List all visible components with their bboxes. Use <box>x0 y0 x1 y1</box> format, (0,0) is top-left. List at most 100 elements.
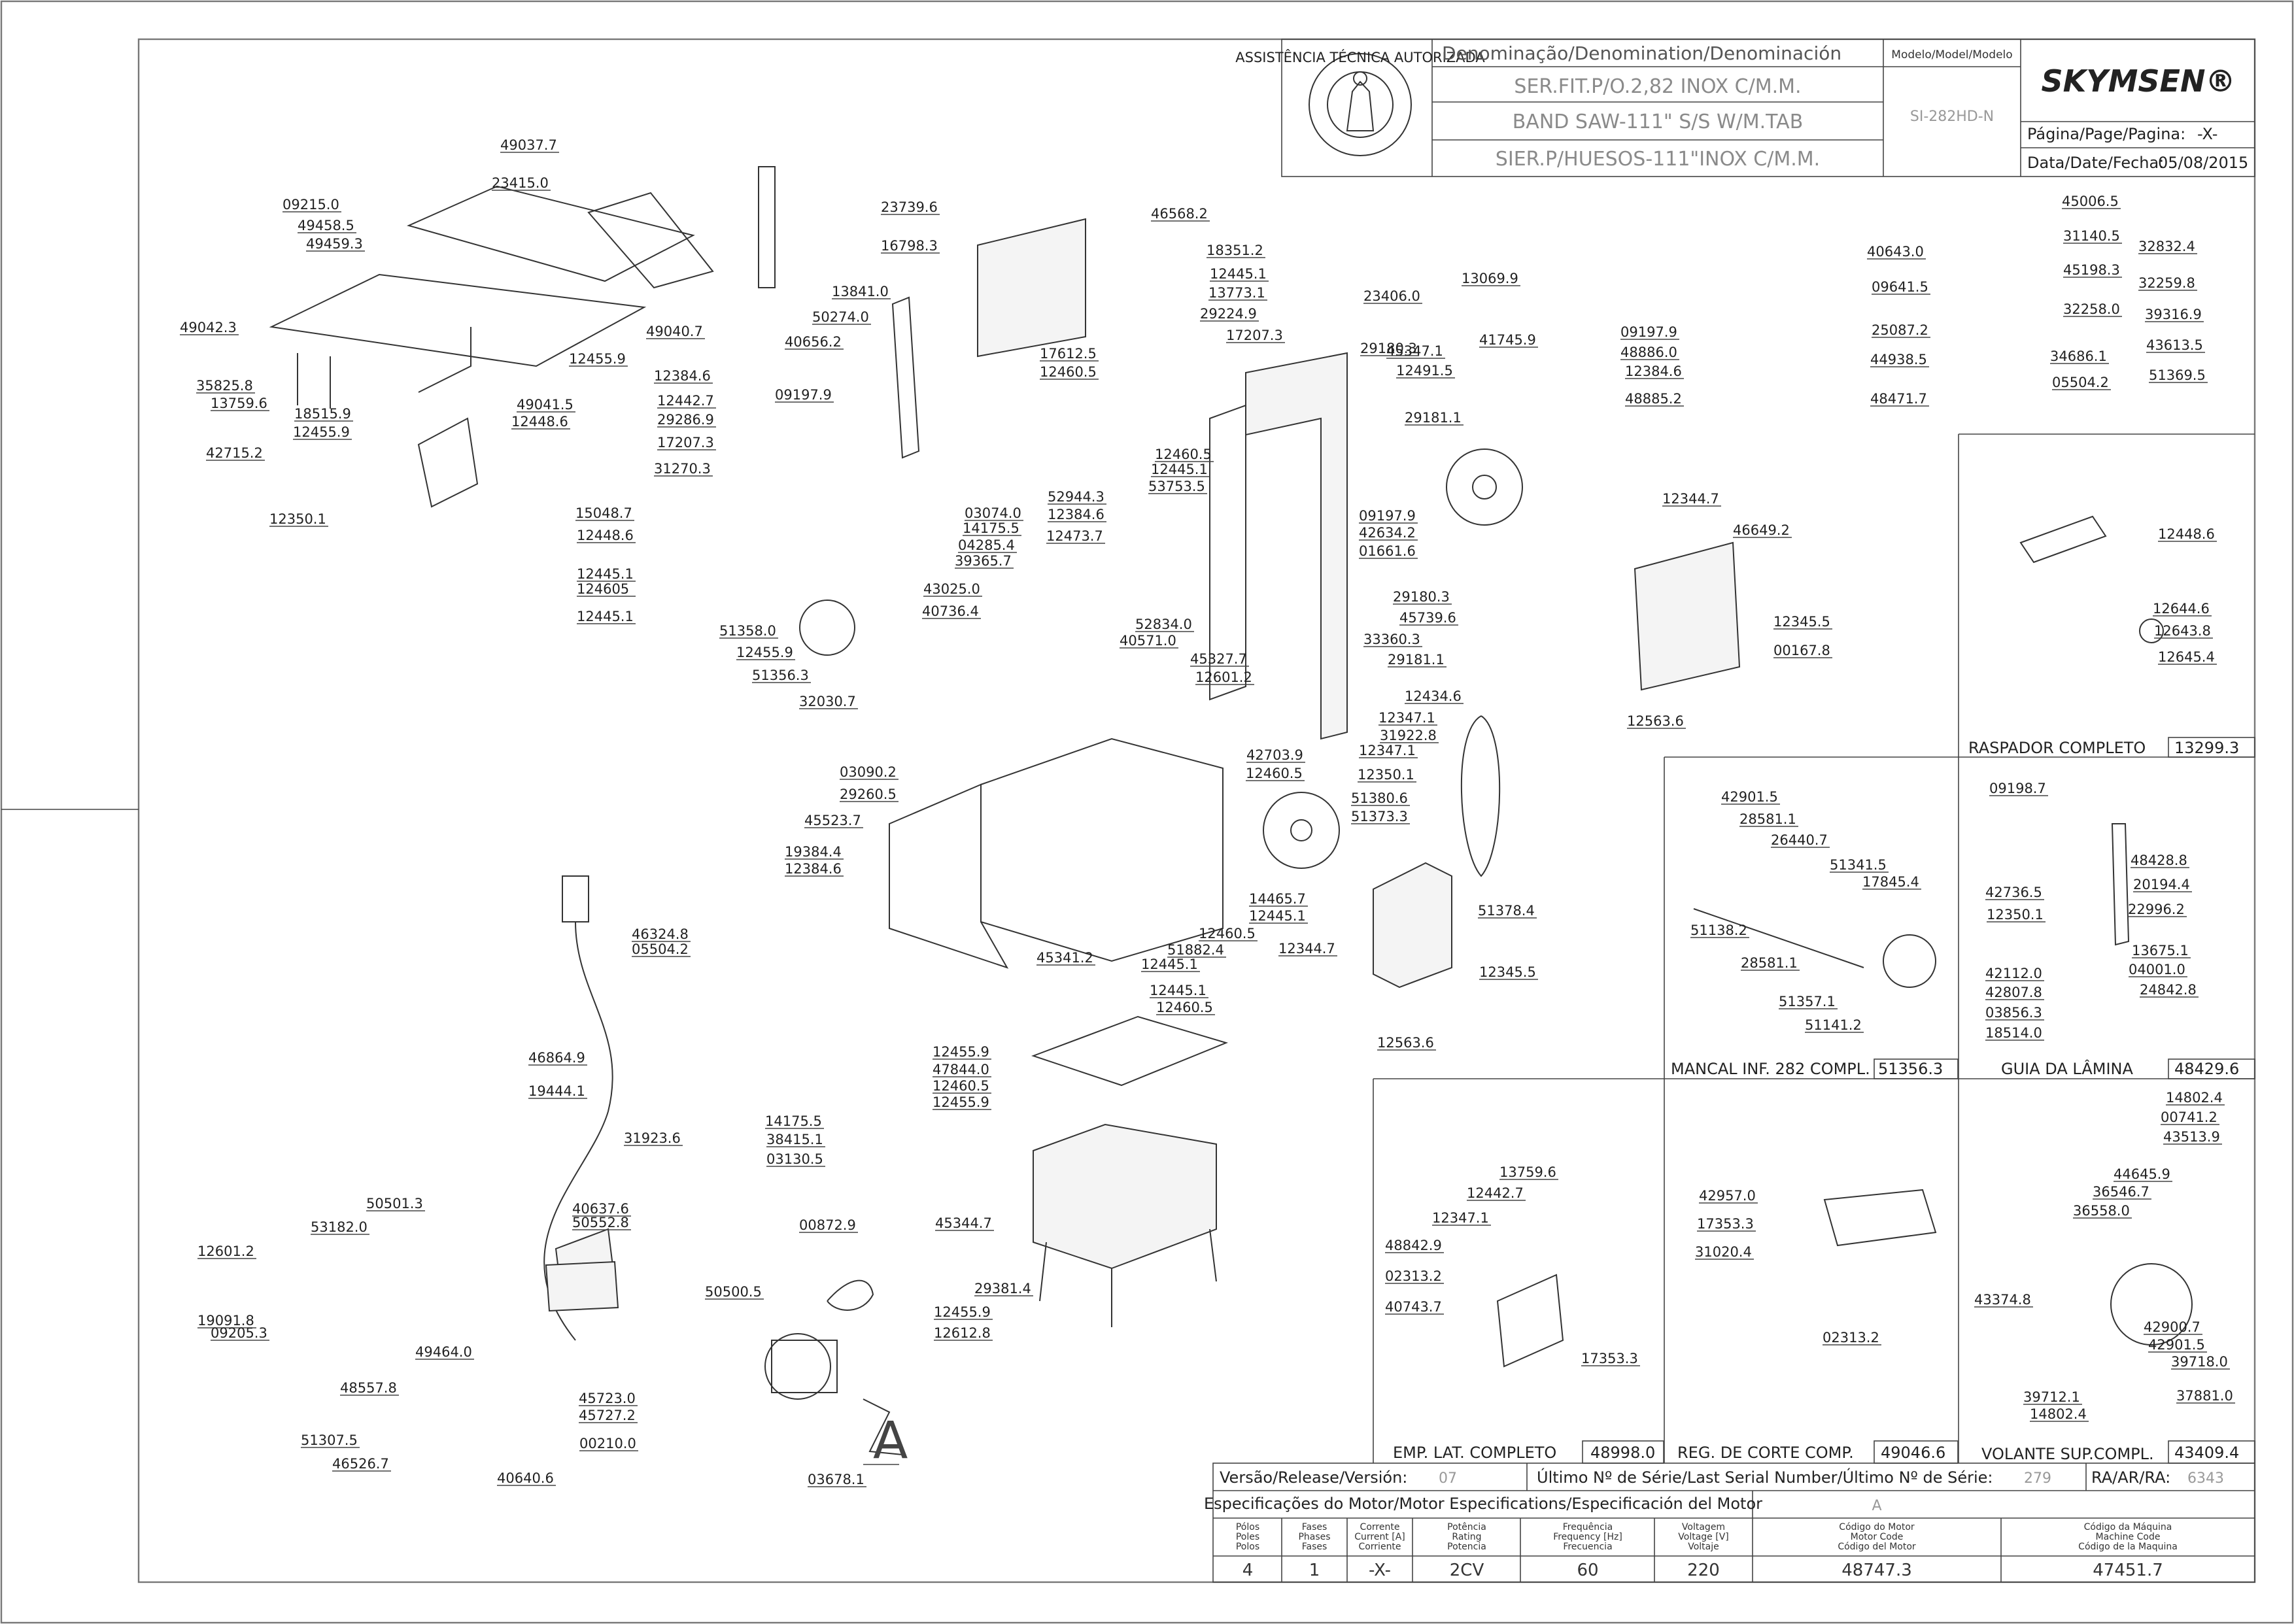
part-number-label: 19444.1 <box>528 1083 585 1099</box>
part-number-label: 45341.2 <box>1036 950 1093 966</box>
model-value: SI-282HD-N <box>1910 109 1994 125</box>
part-number-label: 49037.7 <box>500 137 557 153</box>
spec-head: Corriente <box>1358 1542 1401 1552</box>
part-number-label: 51369.5 <box>2149 367 2206 383</box>
motor-spec-header: Especificações do Motor/Motor Especifica… <box>1204 1495 1762 1513</box>
part-number-label: 42736.5 <box>1985 885 2042 900</box>
part-number-label: 12384.6 <box>654 368 711 384</box>
part-number-label: 23415.0 <box>492 175 549 191</box>
part-number-label: 12434.6 <box>1405 688 1462 704</box>
part-number-label: 50501.3 <box>366 1196 423 1211</box>
spec-head: Corrente <box>1360 1522 1400 1532</box>
spec-columns: PólosPolesPolos4FasesPhasesFases1Corrent… <box>1236 1522 2178 1580</box>
part-number-label: 35825.8 <box>196 378 253 394</box>
spec-head: Potencia <box>1447 1542 1486 1552</box>
spec-head: Frequência <box>1563 1522 1613 1532</box>
part-number-label: 04001.0 <box>2129 962 2185 977</box>
part-number-label: 43374.8 <box>1974 1292 2031 1308</box>
part-number-label: 12345.5 <box>1773 614 1830 630</box>
denomination-pt: SER.FIT.P/O.2,82 INOX C/M.M. <box>1514 75 1801 98</box>
part-number-label: 31922.8 <box>1380 728 1437 743</box>
part-number-label: 14175.5 <box>765 1113 822 1129</box>
ra-label: RA/AR/RA: <box>2091 1468 2170 1487</box>
part-number-label: 46324.8 <box>632 926 689 942</box>
part-number-label: 28581.1 <box>1739 811 1796 827</box>
part-number-label: 40637.6 <box>572 1201 629 1217</box>
part-number-label: 00167.8 <box>1773 643 1830 658</box>
part-number-label: 12491.5 <box>1396 363 1453 379</box>
spec-head: Pólos <box>1236 1522 1259 1532</box>
part-number-label: 03090.2 <box>840 764 897 780</box>
part-number-label: 51141.2 <box>1805 1017 1862 1033</box>
part-number-label: 12445.1 <box>1210 266 1267 282</box>
spec-head: Código de la Maquina <box>2078 1542 2178 1552</box>
version-label: Versão/Release/Versión: <box>1220 1468 1407 1487</box>
part-number-label: 12460.5 <box>1155 447 1212 462</box>
part-number-label: 36558.0 <box>2073 1203 2130 1219</box>
drawing-border <box>137 38 2256 1583</box>
part-number-label: 18514.0 <box>1985 1025 2042 1041</box>
part-number-label: 43513.9 <box>2163 1129 2220 1145</box>
part-number-label: 38415.1 <box>766 1132 823 1147</box>
section-name-mancal: MANCAL INF. 282 COMPL. <box>1671 1060 1870 1078</box>
part-number-label: 42112.0 <box>1985 966 2042 981</box>
part-number-label: 09197.9 <box>1359 508 1416 524</box>
part-number-label: 12350.1 <box>269 511 326 527</box>
part-number-label: 12644.6 <box>2153 601 2210 617</box>
part-number-label: 29381.4 <box>974 1281 1031 1296</box>
part-number-label: 42807.8 <box>1985 985 2042 1000</box>
part-number-label: 48842.9 <box>1385 1238 1442 1253</box>
part-number-label: 12455.9 <box>736 645 793 660</box>
part-number-label: 24842.8 <box>2140 982 2197 998</box>
part-number-label: 04285.4 <box>958 537 1015 553</box>
part-number-label: 22996.2 <box>2128 902 2185 917</box>
part-number-label: 12473.7 <box>1046 528 1103 544</box>
part-number-label: 31020.4 <box>1695 1244 1752 1260</box>
part-number-label: 48557.8 <box>340 1380 397 1396</box>
part-number-label: 12460.5 <box>933 1078 989 1094</box>
part-number-label: 12643.8 <box>2154 623 2211 639</box>
part-number-label: 03856.3 <box>1985 1005 2042 1021</box>
spec-head: Current [A] <box>1354 1532 1405 1542</box>
part-number-label: 09641.5 <box>1872 279 1928 295</box>
spec-head: Machine Code <box>2096 1532 2161 1542</box>
part-number-label: 45344.7 <box>935 1215 992 1231</box>
spec-value: 47451.7 <box>2093 1561 2163 1580</box>
part-number-label: 03130.5 <box>766 1151 823 1167</box>
spec-value: 1 <box>1309 1561 1320 1580</box>
part-number-label: 12455.9 <box>569 351 626 367</box>
section-code-mancal: 51356.3 <box>1878 1060 1943 1078</box>
part-number-label: 12455.9 <box>933 1044 989 1060</box>
part-number-label: 17612.5 <box>1040 346 1097 362</box>
part-number-label: 12350.1 <box>1358 767 1414 783</box>
part-number-label: 39712.1 <box>2023 1389 2080 1405</box>
part-number-label: 43025.0 <box>923 581 980 597</box>
part-number-label: 12445.1 <box>1150 983 1207 998</box>
seal-text: ASSISTÊNCIA TÉCNICA AUTORIZADA <box>1235 49 1485 65</box>
part-number-label: 28581.1 <box>1741 955 1798 971</box>
part-number-label: 14802.4 <box>2166 1090 2223 1106</box>
part-number-label: 12448.6 <box>577 528 634 543</box>
spec-head: Voltagem <box>1682 1522 1725 1532</box>
motor-spec-table: Versão/Release/Versión: 07 Último Nº de … <box>1204 1463 2255 1583</box>
part-number-label: 40656.2 <box>785 334 842 350</box>
part-number-label: 20194.4 <box>2133 877 2190 892</box>
part-number-label: 29181.1 <box>1405 410 1462 426</box>
part-number-label: 00741.2 <box>2161 1109 2217 1125</box>
part-number-label: 42715.2 <box>206 445 263 461</box>
part-number-label: 46526.7 <box>332 1456 389 1472</box>
denomination-en: BAND SAW-111" S/S W/M.TAB <box>1513 110 1804 133</box>
part-number-label: 33360.3 <box>1363 632 1420 647</box>
part-number-label: 41745.9 <box>1479 332 1536 348</box>
part-number-label: 12612.8 <box>934 1325 991 1341</box>
part-number-label: 17353.3 <box>1697 1216 1754 1232</box>
part-number-label: 42703.9 <box>1246 747 1303 763</box>
date-label: Data/Date/Fecha: <box>2027 154 2164 172</box>
section-name-raspador: RASPADOR COMPLETO <box>1968 739 2146 757</box>
title-block: ASSISTÊNCIA TÉCNICA AUTORIZADA Denominaç… <box>1235 39 2255 177</box>
part-number-label: 19091.8 <box>197 1313 254 1328</box>
part-number-label: 12445.1 <box>1141 956 1198 972</box>
part-number-label: 32258.0 <box>2063 301 2120 317</box>
part-number-label: 12445.1 <box>577 566 634 582</box>
part-number-label: 40743.7 <box>1385 1299 1442 1315</box>
